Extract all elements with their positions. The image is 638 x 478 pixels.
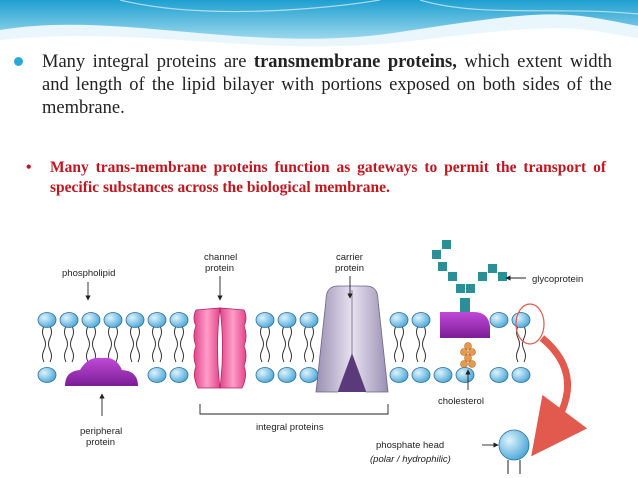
label-polar-hydrophilic: (polar / hydrophilic)	[370, 454, 451, 465]
membrane-diagram: phospholipid channel protein carrier pro…	[37, 240, 588, 474]
label-carrier: carrier	[336, 252, 363, 263]
phospholipid-heads-bottom	[37, 367, 531, 383]
transmembrane-bold: transmembrane proteins,	[253, 52, 457, 72]
highlight-ellipse	[515, 303, 545, 345]
bullet-transmembrane-text: Many integral proteins are transmembrane…	[42, 52, 612, 118]
label-cholesterol: cholesterol	[438, 396, 484, 407]
label-phospholipid: phospholipid	[62, 268, 115, 279]
label-glycoprotein: glycoprotein	[532, 274, 583, 285]
carrier-protein-shape	[315, 285, 389, 393]
bullet-marker: •	[26, 159, 32, 176]
label-peripheral: peripheral	[80, 426, 122, 437]
peripheral-protein-shape	[65, 357, 138, 386]
label-integral-proteins: integral proteins	[256, 422, 324, 433]
integral-proteins-bracket	[199, 404, 389, 415]
bullet-transmembrane: Many integral proteins are transmembrane…	[14, 51, 612, 120]
bullet-dot	[14, 57, 23, 66]
bullet-gateways: • Many trans-membrane proteins function …	[26, 158, 606, 198]
cholesterol-shape	[460, 342, 476, 368]
label-peripheral-protein: protein	[86, 437, 115, 448]
red-curved-arrow	[531, 335, 588, 457]
glycoprotein-shape	[432, 240, 507, 338]
bullet-gateways-text: Many trans-membrane proteins function as…	[50, 159, 606, 196]
phospholipid-heads-top	[37, 312, 531, 328]
header-wave-decoration	[0, 0, 638, 50]
lipid-tails	[42, 325, 526, 363]
phosphate-head-circle	[498, 429, 530, 461]
label-channel-protein: protein	[205, 263, 234, 274]
label-phosphate-head: phosphate head	[376, 440, 444, 451]
channel-protein-shape	[193, 307, 247, 389]
label-carrier-protein: protein	[335, 263, 364, 274]
label-channel: channel	[204, 252, 237, 263]
